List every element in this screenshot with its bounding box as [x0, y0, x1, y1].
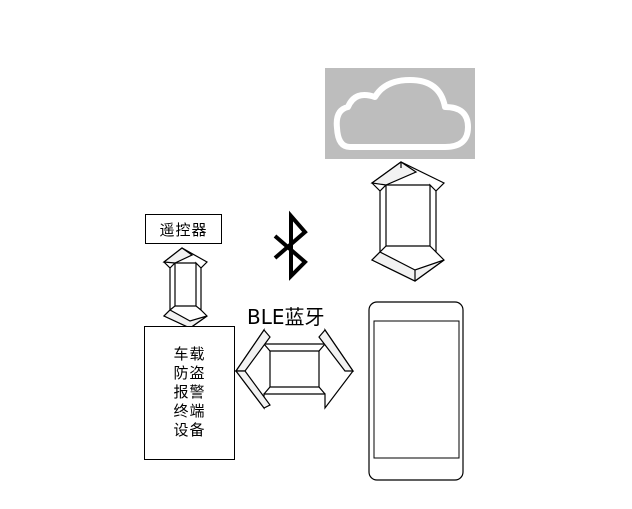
- terminal-label: 车载 防盗 报警 终端 设备: [145, 345, 234, 440]
- anti-theft-terminal-box: 车载 防盗 报警 终端 设备: [144, 326, 235, 460]
- remote-controller-label: 遥控器: [159, 220, 208, 239]
- cloud-phone-arrow: [370, 161, 446, 282]
- terminal-label-line: 报警: [173, 383, 206, 401]
- terminal-phone-arrow: [234, 328, 355, 410]
- terminal-label-line: 设备: [173, 421, 206, 439]
- terminal-label-line: 终端: [173, 402, 206, 420]
- terminal-label-line: 车载: [173, 345, 206, 363]
- terminal-label-line: 防盗: [173, 364, 206, 382]
- bluetooth-icon: [273, 210, 308, 281]
- remote-terminal-arrow: [162, 247, 208, 329]
- remote-controller-box: 遥控器: [145, 214, 222, 244]
- smartphone-icon: [368, 301, 464, 481]
- ble-label: BLE蓝牙: [247, 305, 325, 329]
- cloud-icon: [325, 68, 475, 159]
